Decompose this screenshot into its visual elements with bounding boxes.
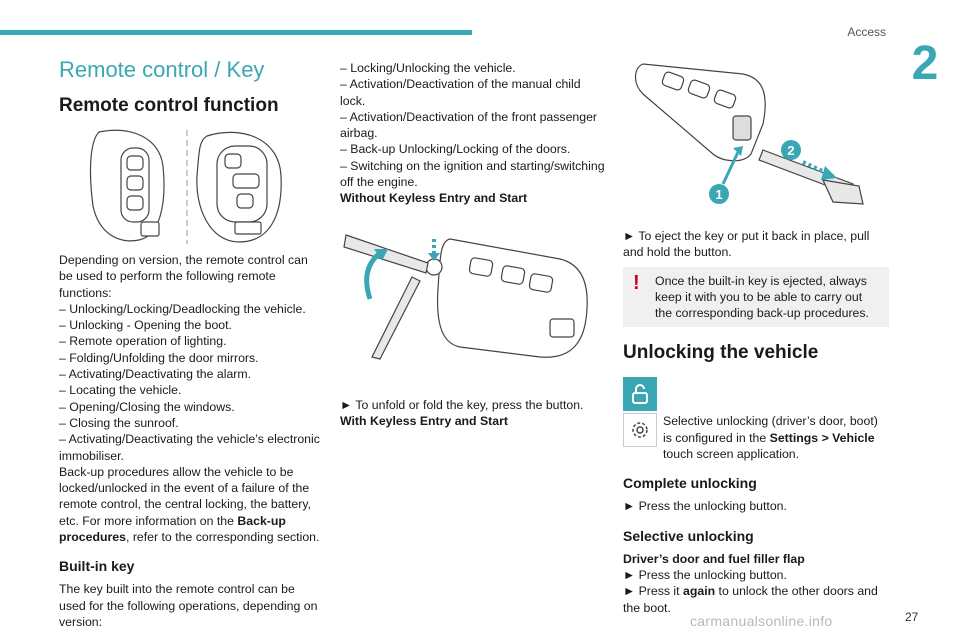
complete-instruction: ► Press the unlocking button.	[623, 499, 787, 514]
callout-1: 1	[715, 187, 722, 202]
column-3: 1 2 ► To eject the key or put it back in…	[623, 54, 889, 616]
column-1: Remote control / Key Remote control func…	[59, 54, 324, 630]
lock-icon	[623, 377, 657, 412]
driver-door-label: Driver’s door and fuel filler flap	[623, 551, 805, 566]
backup-text-post: , refer to the corresponding section.	[125, 530, 320, 545]
operation-item: – Activation/Deactivation of the manual …	[340, 77, 581, 108]
press-again-instruction: ► Press it again to unlock the other doo…	[623, 583, 889, 616]
eject-key-illustration: 1 2	[634, 63, 864, 205]
watermark: carmanualsonline.info	[690, 613, 833, 629]
fold-key-illustration	[343, 233, 588, 360]
exclamation-icon: !	[633, 271, 640, 294]
warning-box: ! Once the built-in key is ejected, alwa…	[623, 266, 889, 328]
header-accent-bar	[0, 30, 472, 35]
heading-unlocking-vehicle: Unlocking the vehicle	[623, 342, 819, 364]
function-item: – Unlocking - Opening the boot.	[59, 318, 232, 333]
function-item: – Unlocking/Locking/Deadlocking the vehi…	[59, 301, 306, 316]
with-keyless-label: With Keyless Entry and Start	[340, 413, 508, 428]
page-number: 27	[905, 610, 919, 624]
function-item: – Remote operation of lighting.	[59, 334, 227, 349]
operation-item: – Switching on the ignition and starting…	[340, 158, 605, 190]
remote-control-illustration	[89, 129, 282, 244]
selective-config-row: Selective unlocking (driver’s door, boot…	[623, 377, 889, 462]
column-2: – Locking/Unlocking the vehicle. – Activ…	[340, 60, 606, 429]
function-item: – Folding/Unfolding the door mirrors.	[59, 350, 259, 365]
chapter-number: 2	[911, 37, 939, 90]
heading-selective-unlocking: Selective unlocking	[623, 527, 754, 544]
operation-item: – Activation/Deactivation of the front p…	[340, 109, 598, 141]
section-title: Remote control / Key	[59, 57, 265, 82]
unfold-instruction: ► To unfold or fold the key, press the b…	[340, 397, 584, 412]
press-again-post: to unlock the other doors and the boot.	[623, 584, 878, 615]
backup-paragraph: Back-up procedures allow the vehicle to …	[59, 464, 324, 545]
without-keyless-label: Without Keyless Entry and Start	[340, 191, 528, 206]
press-instruction: ► Press the unlocking button.	[623, 567, 787, 582]
backup-link-text: Back-up procedures	[59, 513, 286, 545]
selective-text-pre: Selective unlocking (driver’s door, boot…	[663, 414, 878, 445]
backup-text-pre: Back-up procedures allow the vehicle to …	[59, 464, 311, 528]
settings-path: Settings > Vehicle	[769, 430, 875, 445]
operation-item: – Locking/Unlocking the vehicle.	[340, 61, 516, 75]
function-item: – Activating/Deactivating the alarm.	[59, 367, 252, 382]
function-item: – Activating/Deactivating the vehicle’s …	[59, 432, 320, 463]
warning-text: Once the built-in key is ejected, always…	[655, 273, 869, 321]
builtin-text: The key built into the remote control ca…	[59, 582, 318, 629]
function-item: – Closing the sunroof.	[59, 415, 179, 430]
function-item: – Locating the vehicle.	[59, 383, 182, 398]
gear-icon	[623, 413, 657, 448]
eject-instruction: ► To eject the key or put it back in pla…	[623, 229, 870, 260]
callout-2: 2	[787, 143, 794, 158]
selective-text-post: touch screen application.	[663, 447, 800, 462]
selective-config-text: Selective unlocking (driver’s door, boot…	[663, 413, 889, 462]
operation-item: – Back-up Unlocking/Locking of the doors…	[340, 142, 571, 157]
heading-complete-unlocking: Complete unlocking	[623, 475, 757, 492]
function-item: – Opening/Closing the windows.	[59, 399, 235, 414]
press-again-pre: ► Press it	[623, 584, 684, 599]
intro-text: Depending on version, the remote control…	[59, 253, 308, 300]
icon-stack	[623, 377, 657, 462]
press-again-bold: again	[683, 584, 716, 599]
header-section-title: Access	[847, 25, 886, 39]
heading-built-in-key: Built-in key	[59, 558, 135, 575]
heading-remote-control-function: Remote control function	[59, 95, 279, 116]
